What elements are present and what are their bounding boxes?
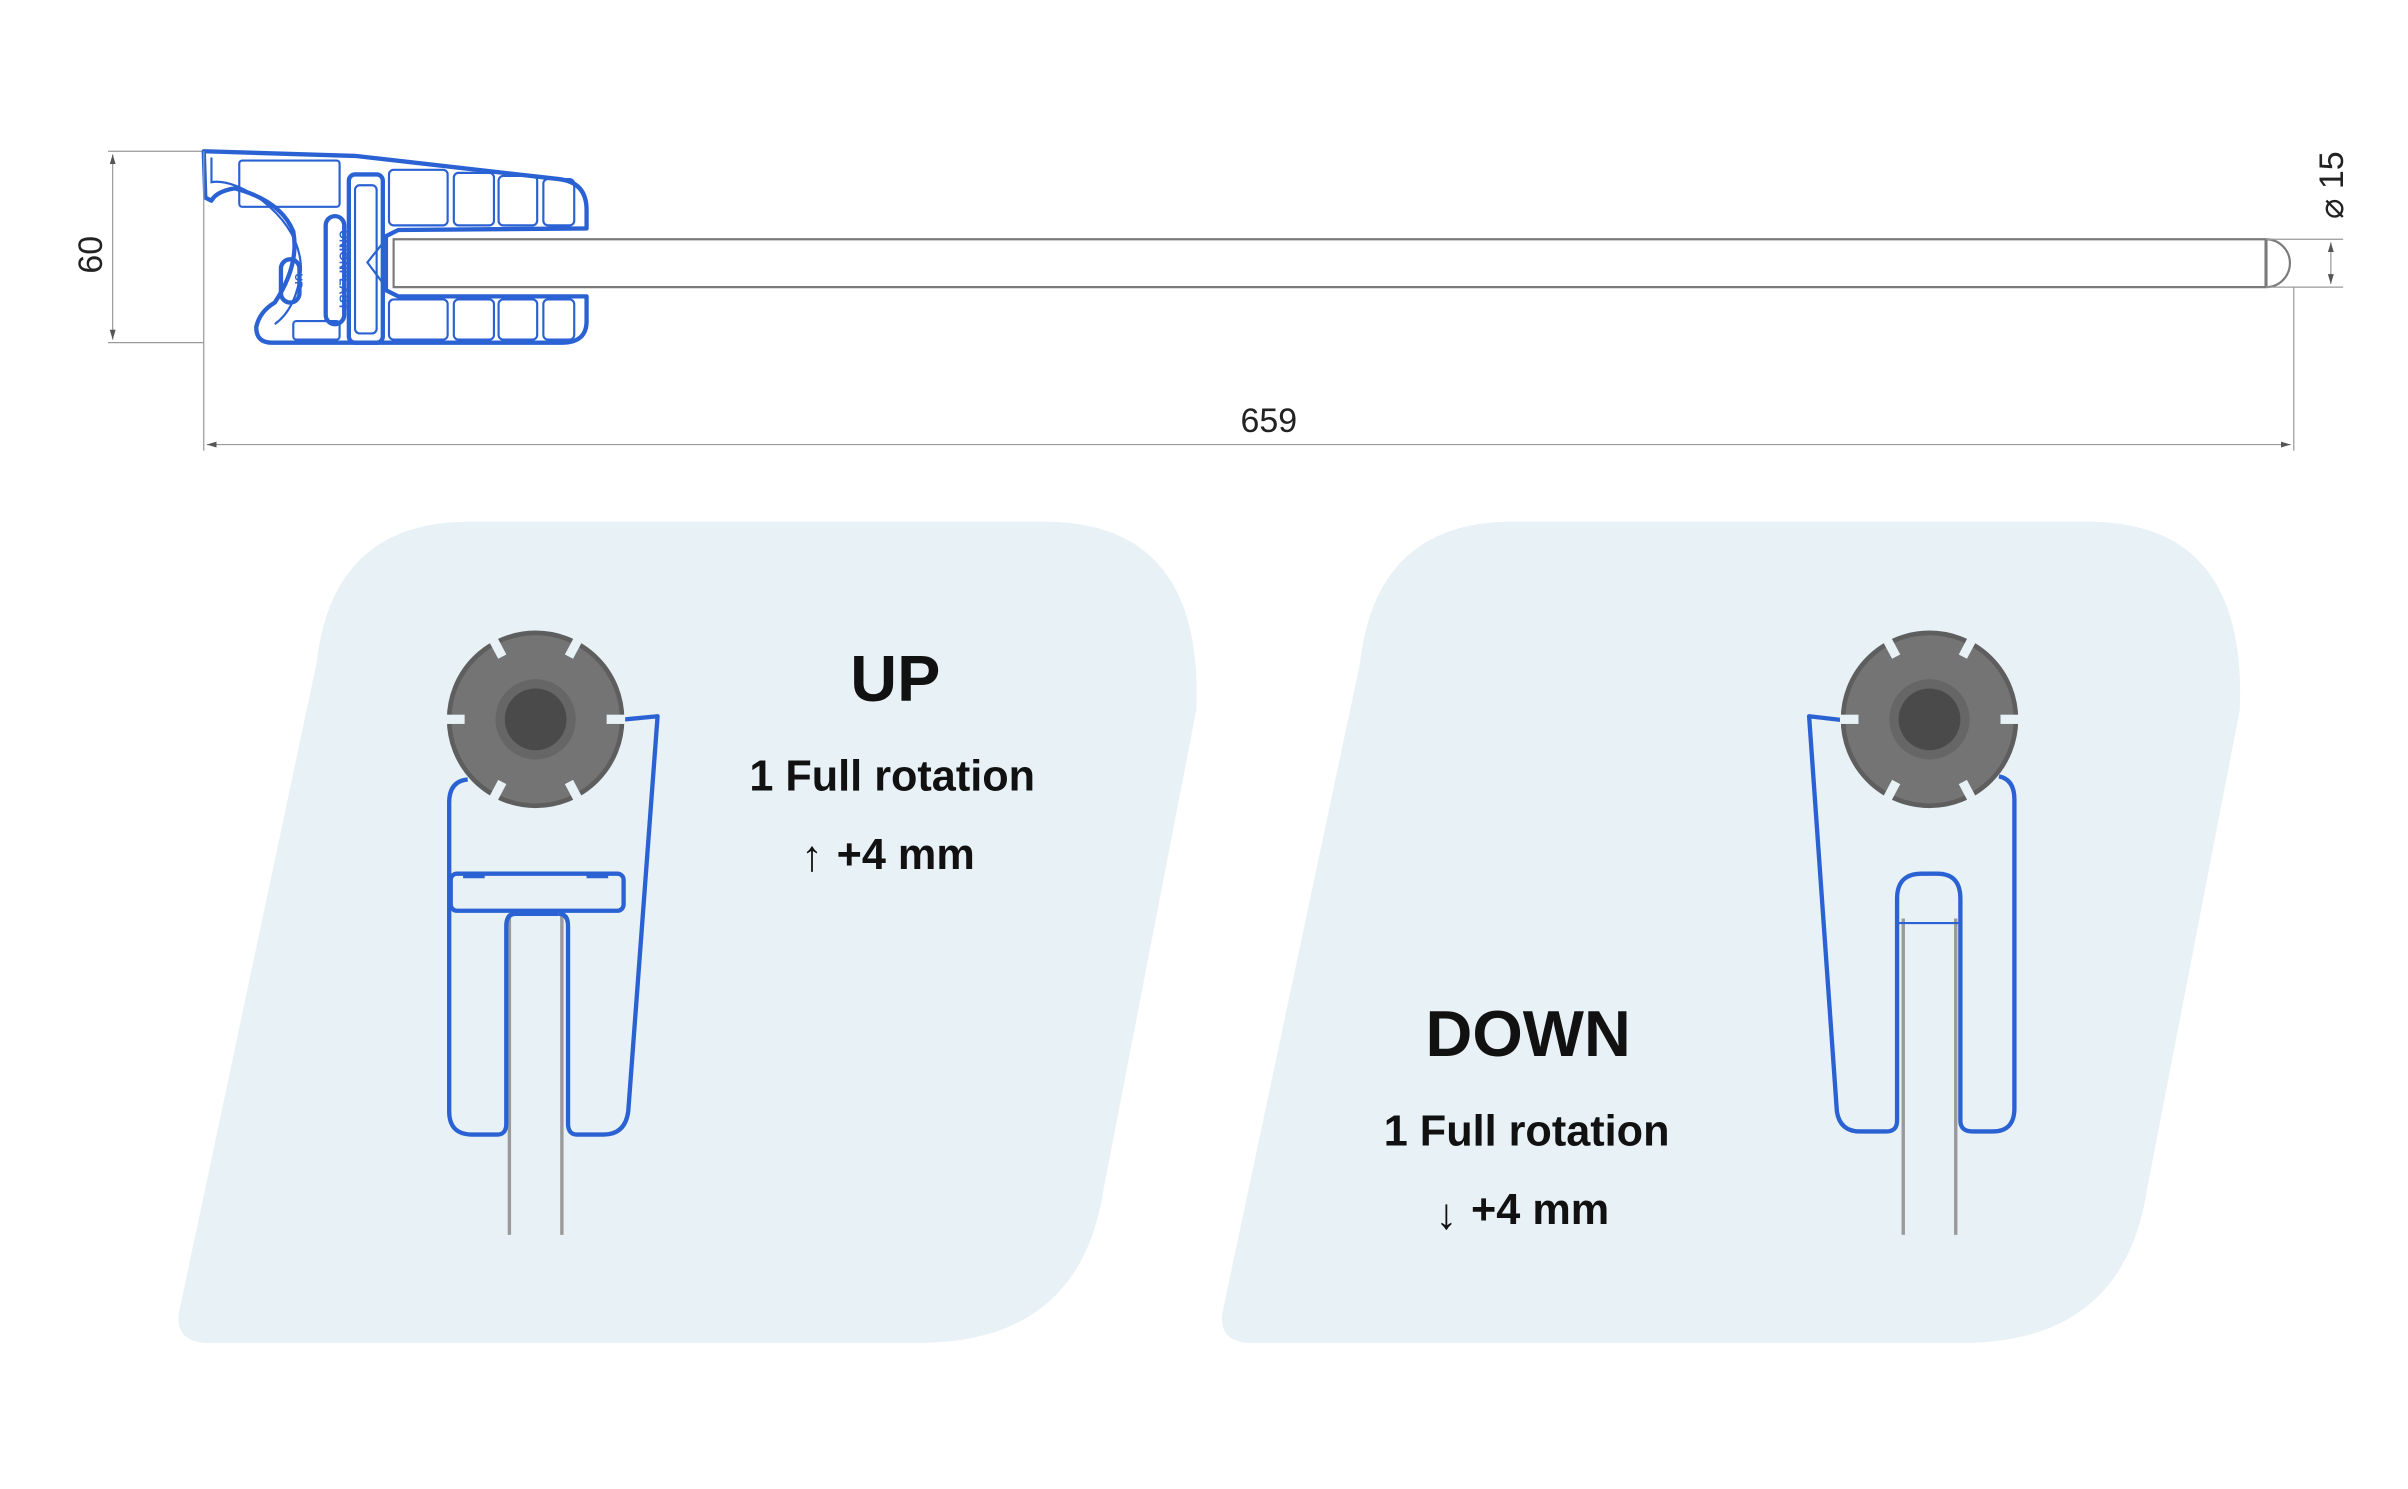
down-panel-background	[1221, 521, 2241, 1343]
diameter-dimension: ⌀ 15	[2266, 151, 2351, 288]
down-mechanism	[1806, 633, 2019, 1235]
up-panel-background	[178, 521, 1197, 1343]
height-dimension: 60	[72, 150, 204, 344]
top-view-drawing: 60	[72, 149, 2351, 451]
down-panel: DOWN 1 Full rotation ↓ +4 mm	[1221, 521, 2241, 1343]
brand-logo: UNIONPLAST	[323, 213, 351, 327]
down-rotation-label: 1 Full rotation	[1384, 1107, 1670, 1155]
holder-top-ribs	[387, 168, 576, 227]
down-adjustment-label: +4 mm	[1471, 1186, 1609, 1234]
down-title: DOWN	[1426, 997, 1631, 1070]
up-rotation-label: 1 Full rotation	[749, 752, 1035, 800]
diameter-label: ⌀ 15	[2313, 151, 2351, 219]
length-label: 659	[1241, 402, 1298, 440]
svg-text:UP: UP	[292, 273, 304, 288]
logo-text: UNIONPLAST	[337, 230, 351, 311]
up-badge: UP	[278, 257, 304, 305]
adjustment-knob	[1840, 633, 2019, 806]
holder-bottom-ribs	[387, 298, 576, 341]
rod	[392, 238, 2291, 289]
up-mechanism	[446, 633, 660, 1235]
adjustment-knob	[446, 633, 625, 806]
arrow-up-icon: ↑	[801, 833, 823, 881]
height-label: 60	[72, 236, 110, 274]
length-dimension: 659	[203, 151, 2295, 451]
arrow-down-icon: ↓	[1436, 1191, 1458, 1239]
up-title: UP	[850, 642, 940, 715]
up-panel: UP 1 Full rotation ↑ +4 mm	[178, 521, 1197, 1343]
adjuster-holder: UNIONPLAST UP	[201, 149, 589, 345]
up-adjustment-label: +4 mm	[837, 831, 975, 879]
